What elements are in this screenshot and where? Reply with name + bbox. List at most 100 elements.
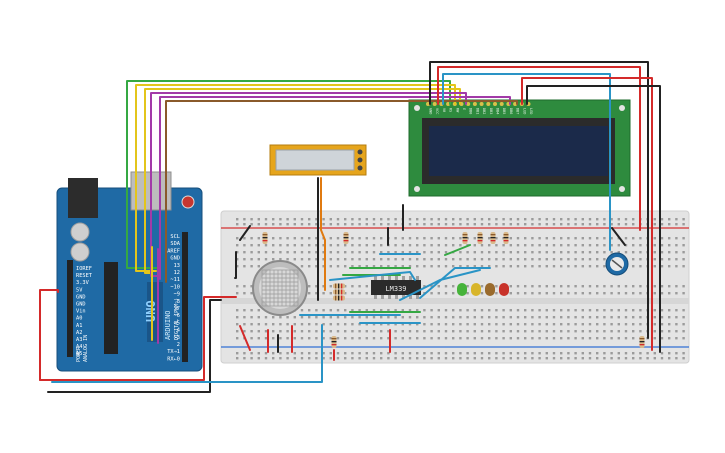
sensor-module bbox=[269, 144, 367, 176]
analog-label: ANALOG IN bbox=[83, 335, 89, 362]
arduino-left-pin-label: RESET bbox=[76, 273, 93, 279]
lcd-pin-label: GND bbox=[429, 108, 433, 114]
wire-blue bbox=[399, 269, 481, 301]
wire-black bbox=[47, 299, 222, 393]
lcd-pin-label: DB2 bbox=[482, 108, 486, 114]
arduino-left-pin-label: A1 bbox=[76, 323, 82, 329]
lcd-pin-label: DB6 bbox=[509, 108, 513, 114]
arduino-right-pin-label: SDA bbox=[170, 241, 180, 247]
breadboard bbox=[220, 210, 690, 364]
arduino-left-pin-label: A3 bbox=[76, 337, 82, 343]
arduino-right-pin-label: SCL bbox=[170, 234, 180, 240]
arduino-left-pin-label: A5 bbox=[76, 351, 82, 357]
wire-blue bbox=[51, 324, 323, 383]
wire-orange bbox=[320, 177, 326, 291]
arduino-left-pin-label: A2 bbox=[76, 330, 82, 336]
lcd-pin-label: DB4 bbox=[496, 108, 500, 114]
wire-yellow bbox=[135, 84, 456, 272]
lcd-pin bbox=[479, 102, 484, 106]
lcd-pin-label: DB1 bbox=[475, 108, 479, 114]
lcd-pin-label: DB3 bbox=[489, 108, 493, 114]
lcd-pin bbox=[432, 102, 437, 106]
lcd-pin-label: VCC bbox=[435, 108, 439, 114]
resistor bbox=[262, 232, 268, 244]
arduino-left-pin-label: IOREF bbox=[76, 266, 92, 272]
resistor bbox=[333, 289, 345, 295]
lcd-pin-label: DB5 bbox=[502, 108, 506, 114]
gas-sensor bbox=[252, 260, 308, 316]
reset-button[interactable] bbox=[181, 195, 195, 209]
arduino-right-pin-label: ~11 bbox=[170, 277, 180, 283]
arduino-left-pin-label: 3.3V bbox=[76, 280, 90, 286]
arduino-right-pin-label: ~9 bbox=[174, 292, 180, 298]
arduino-right-pin-label: 7 bbox=[177, 306, 180, 312]
lcd-pin-label: V0 bbox=[442, 108, 446, 112]
wire-green bbox=[444, 244, 471, 256]
lcd-pin bbox=[472, 102, 477, 106]
resistor bbox=[477, 232, 483, 244]
arduino-right-pin-label: GND bbox=[170, 256, 180, 262]
ic-label: LM339 bbox=[385, 285, 406, 293]
arduino-right-pin-label: ~6 bbox=[174, 313, 180, 319]
wire-black bbox=[234, 251, 237, 279]
lcd-screen bbox=[429, 126, 608, 176]
arduino-left-pin-label: 5V bbox=[76, 287, 83, 293]
wire-red bbox=[239, 325, 251, 351]
arduino-right-pin-label: 2 bbox=[177, 342, 180, 348]
led bbox=[485, 283, 495, 296]
atmega-chip bbox=[104, 262, 118, 354]
lcd-pin-label: DB7 bbox=[516, 108, 520, 114]
arduino-right-pin-label: TX→1 bbox=[167, 349, 180, 355]
arduino-left-pin-label: Vin bbox=[76, 309, 86, 315]
lcd-pin-label: RS bbox=[449, 108, 453, 112]
wire-blue bbox=[419, 267, 491, 299]
power-jack bbox=[68, 178, 98, 218]
wire-black bbox=[239, 225, 251, 241]
led bbox=[499, 283, 509, 296]
arduino-right-pin-label: ~5 bbox=[174, 320, 180, 326]
resistor bbox=[639, 336, 645, 348]
lcd-pin-label: RW bbox=[455, 108, 459, 113]
arduino-left-pin-label: A4 bbox=[76, 344, 82, 350]
wire-blue bbox=[442, 73, 611, 251]
arduino-left-pin-label: A0 bbox=[76, 316, 82, 322]
arduino-logo: ARDUINO bbox=[164, 310, 172, 340]
arduino-right-pin-label: ~3 bbox=[174, 335, 180, 341]
lcd-pin-label: E bbox=[462, 108, 466, 110]
digital-label: DIGITAL (PWM~) bbox=[174, 298, 180, 340]
resistor bbox=[503, 232, 509, 244]
wire-blue bbox=[329, 271, 416, 281]
lcd-pin-label: LED bbox=[522, 108, 526, 114]
arduino-right-pin-label: 4 bbox=[177, 328, 180, 334]
wire-black bbox=[429, 61, 649, 339]
resistor bbox=[333, 295, 345, 301]
arduino-right-pin-label: 12 bbox=[174, 270, 180, 276]
led-array bbox=[457, 283, 509, 296]
wire-red bbox=[521, 77, 653, 351]
arduino-right-pin-label: AREF bbox=[167, 248, 180, 254]
arduino-left-pin-label: GND bbox=[76, 302, 86, 308]
wires bbox=[39, 61, 661, 393]
lm339-ic: LM339 bbox=[371, 276, 421, 299]
arduino-board: UNO ARDUINO POWER ANALOG IN DIGITAL (PWM… bbox=[56, 171, 203, 372]
resistor bbox=[462, 232, 468, 244]
wire-black bbox=[611, 227, 626, 246]
lcd-pin bbox=[499, 102, 504, 106]
resistor bbox=[490, 232, 496, 244]
resistor bbox=[343, 232, 349, 244]
potentiometer[interactable] bbox=[605, 252, 629, 276]
lcd-pin bbox=[486, 102, 491, 106]
lcd-pin-label: LED bbox=[529, 108, 533, 114]
led bbox=[471, 283, 481, 296]
arduino-right-pin-label: ~10 bbox=[170, 284, 180, 290]
lcd-pin bbox=[493, 102, 497, 106]
arduino-right-pin-label: 13 bbox=[174, 263, 180, 269]
power-label: POWER bbox=[76, 346, 82, 362]
wire-black bbox=[526, 85, 661, 353]
wire-red bbox=[437, 66, 641, 231]
lcd-pin-label: DB0 bbox=[469, 108, 473, 114]
resistor bbox=[331, 336, 337, 348]
lcd-pin bbox=[466, 102, 471, 106]
